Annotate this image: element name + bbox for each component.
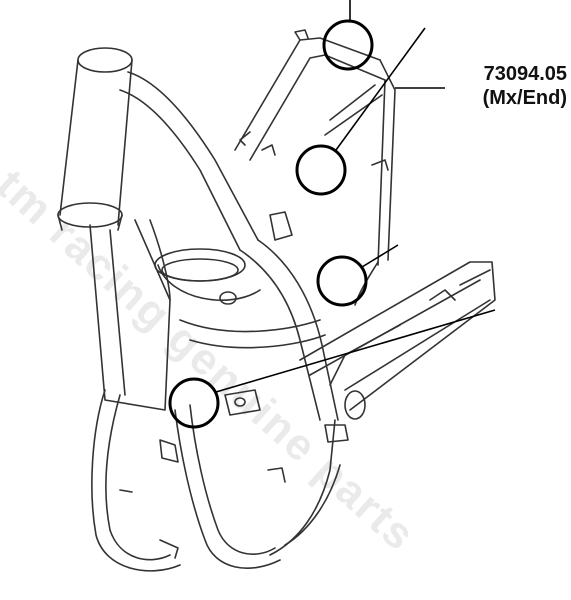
leader-line-3: [361, 244, 399, 268]
rear-frame-tube: [239, 239, 339, 421]
callout-circle-4: [168, 377, 220, 429]
part-number: 73094.05: [483, 63, 567, 85]
callout-circle-2: [295, 144, 347, 196]
crossmember: [154, 211, 326, 349]
leader-line-2: [335, 27, 426, 151]
swing-arm: [299, 261, 496, 420]
cradle-tube-right: [174, 404, 341, 569]
leader-line-4: [215, 309, 496, 393]
part-number-label: 73094.05 (Mx/End): [452, 62, 567, 110]
steering-head-tube: [57, 47, 133, 231]
main-spar: [89, 219, 171, 411]
top-tube: [119, 71, 259, 251]
part-variant: (Mx/End): [482, 87, 567, 109]
cradle-tube-left: [91, 389, 181, 572]
callout-circle-3: [316, 255, 368, 307]
callouts: [168, 0, 496, 429]
subframe: [234, 29, 396, 306]
callout-circle-1: [322, 19, 374, 71]
lower-mounts: [119, 389, 349, 559]
